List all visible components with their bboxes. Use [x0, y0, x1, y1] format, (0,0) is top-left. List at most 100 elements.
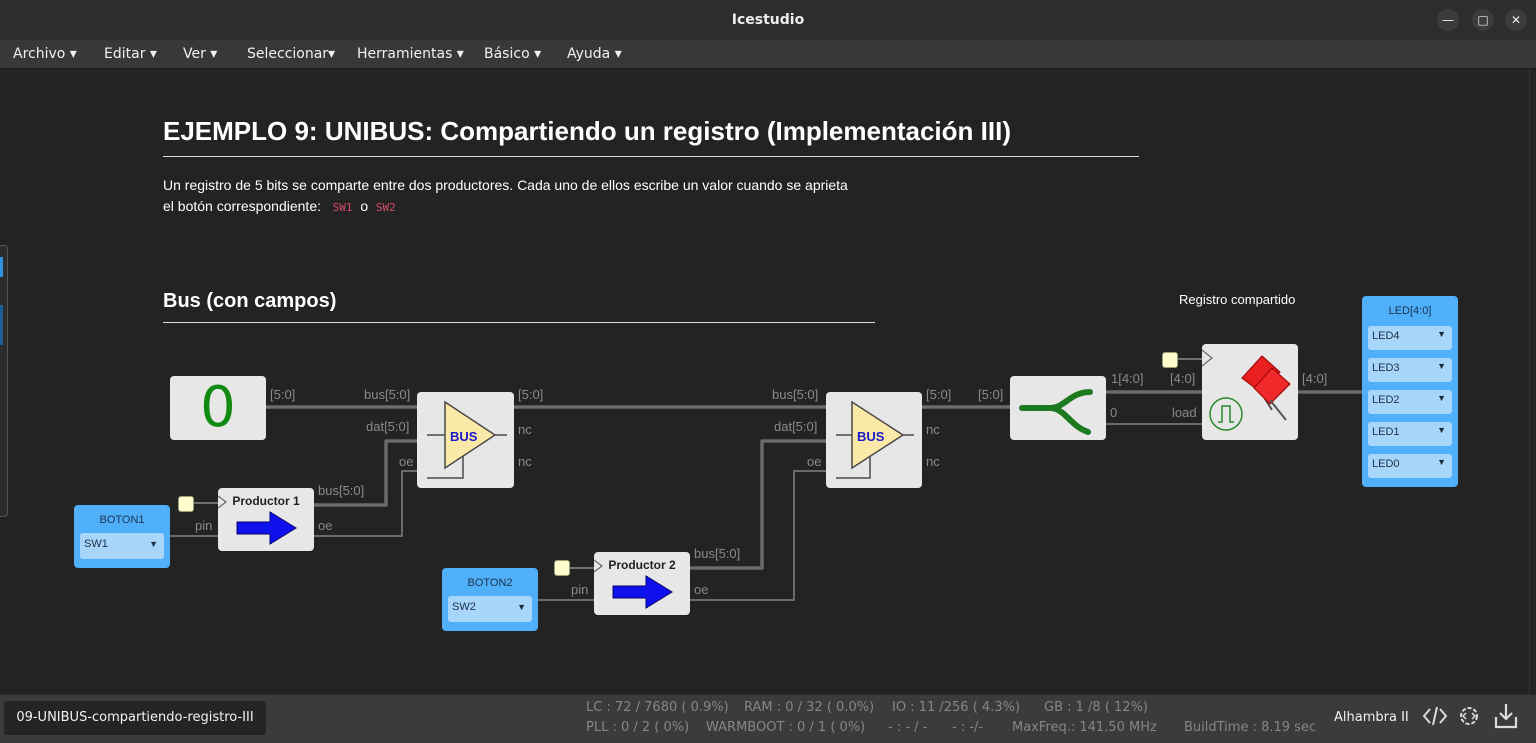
- clock-icon[interactable]: [178, 496, 194, 512]
- port-p2-pin: pin: [571, 582, 589, 597]
- verify-code-icon[interactable]: [1422, 703, 1448, 735]
- page-title: EJEMPLO 9: UNIBUS: Compartiendo un regis…: [163, 116, 1011, 146]
- vertical-scrollbar[interactable]: [1529, 69, 1536, 694]
- maximize-button[interactable]: □: [1472, 9, 1494, 31]
- port-p1-bus: bus[5:0]: [318, 483, 365, 498]
- wires-layer: [170, 358, 1362, 601]
- bus-block-2[interactable]: BUS: [826, 392, 922, 488]
- close-button[interactable]: ✕: [1505, 9, 1527, 31]
- port-bus2-nc1: nc: [926, 422, 940, 437]
- port-bus1-dat: dat[5:0]: [366, 419, 410, 434]
- stat-lc: LC : 72 / 7680 ( 0.9%): [586, 700, 729, 715]
- port-split-out2: 0: [1110, 405, 1118, 420]
- chevron-down-icon: ▼: [1437, 457, 1446, 467]
- board-selector[interactable]: Alhambra II: [1334, 710, 1409, 725]
- port-const-out: [5:0]: [270, 387, 296, 402]
- register-comment: Registro compartido: [1179, 292, 1296, 307]
- stat-buildtime: BuildTime : 8.19 sec: [1184, 720, 1317, 735]
- wire-p2-oe[interactable]: [690, 470, 826, 601]
- desc-line1: Un registro de 5 bits se comparte entre …: [163, 177, 848, 193]
- boton2-label: BOTON2: [467, 577, 513, 589]
- clock-icon[interactable]: [554, 560, 570, 576]
- minimize-button[interactable]: —: [1437, 9, 1459, 31]
- menu-ver[interactable]: Ver ▾: [183, 46, 218, 62]
- led-pin-select[interactable]: LED4▼: [1368, 326, 1452, 350]
- led-pin-select[interactable]: LED2▼: [1368, 390, 1452, 414]
- port-bus2-in: bus[5:0]: [772, 387, 819, 402]
- stat-gb: GB : 1 /8 ( 12%): [1044, 700, 1148, 715]
- bus-label-1: BUS: [450, 429, 478, 444]
- productor2-block[interactable]: Productor 2: [593, 552, 690, 615]
- port-reg-in: [4:0]: [1170, 371, 1196, 386]
- file-tab[interactable]: 09-UNIBUS-compartiendo-registro-III: [4, 701, 266, 735]
- wire-p2-dat[interactable]: [690, 439, 826, 570]
- stat-dash2: - : -/-: [952, 720, 984, 735]
- port-bus1-nc2: nc: [518, 454, 532, 469]
- boton2-input-block[interactable]: BOTON2 SW2▼: [442, 568, 538, 631]
- port-split-out1: 1[4:0]: [1111, 371, 1144, 386]
- port-bus1-out: [5:0]: [518, 387, 544, 402]
- port-reg-load: load: [1172, 405, 1197, 420]
- chevron-down-icon: ▼: [1437, 393, 1446, 403]
- stat-dash1: - : - / -: [888, 720, 928, 735]
- desc-line2: el botón correspondiente:: [163, 198, 321, 214]
- pushpin-icon: [1241, 355, 1291, 421]
- menu-herramientas[interactable]: Herramientas ▾: [357, 46, 464, 62]
- led-pin-select[interactable]: LED1▼: [1368, 422, 1452, 446]
- port-bus1-nc1: nc: [518, 422, 532, 437]
- design-canvas[interactable]: EJEMPLO 9: UNIBUS: Compartiendo un regis…: [0, 69, 1530, 694]
- port-p1-oe: oe: [318, 518, 333, 533]
- boton1-input-block[interactable]: BOTON1 SW1▼: [74, 505, 170, 568]
- splitter-block[interactable]: [1010, 376, 1106, 440]
- menu-editar[interactable]: Editar ▾: [104, 46, 157, 62]
- led-pin-select[interactable]: LED0▼: [1368, 454, 1452, 478]
- constant-value: 0: [200, 375, 236, 440]
- register-block[interactable]: [1201, 344, 1298, 440]
- led-pin-select[interactable]: LED3▼: [1368, 358, 1452, 382]
- clock-icon[interactable]: [1162, 352, 1178, 368]
- port-bus2-dat: dat[5:0]: [774, 419, 818, 434]
- wire-p1-dat[interactable]: [314, 439, 417, 507]
- section-title: Bus (con campos): [163, 290, 337, 312]
- stat-warmboot: WARMBOOT : 0 / 1 ( 0%): [706, 720, 866, 735]
- led-label: LED[4:0]: [1388, 305, 1432, 317]
- arrow-right-icon: [593, 559, 673, 609]
- menu-basico[interactable]: Básico ▾: [484, 46, 542, 62]
- arrow-right-icon: [217, 495, 297, 545]
- section-divider: [163, 322, 875, 323]
- constant-block[interactable]: 0: [170, 376, 266, 440]
- chevron-down-icon: ▼: [1437, 361, 1446, 371]
- upload-download-icon[interactable]: [1493, 701, 1519, 737]
- port-reg-out: [4:0]: [1302, 371, 1328, 386]
- port-bus2-nc2: nc: [926, 454, 940, 469]
- bus-block-1[interactable]: BUS: [417, 392, 514, 488]
- split-icon: [1019, 389, 1093, 435]
- menu-archivo[interactable]: Archivo ▾: [13, 46, 77, 62]
- productor1-block[interactable]: Productor 1: [217, 488, 314, 551]
- side-toolbar-marker-icon: [0, 257, 3, 277]
- bus-label-2: BUS: [857, 429, 885, 444]
- page-description: Un registro de 5 bits se comparte entre …: [163, 175, 848, 218]
- side-toolbar-marker-icon: [0, 305, 3, 345]
- boton2-pin-select[interactable]: SW2▼: [448, 596, 532, 622]
- side-toolbar[interactable]: [0, 245, 8, 517]
- boton1-label: BOTON1: [99, 514, 145, 526]
- menu-ayuda[interactable]: Ayuda ▾: [567, 46, 622, 62]
- boton1-pin-select[interactable]: SW1▼: [80, 533, 164, 559]
- wire-p1-oe[interactable]: [314, 470, 417, 537]
- led-output-block[interactable]: LED[4:0] LED4▼ LED3▼ LED2▼ LED1▼ LED0▼: [1362, 296, 1458, 487]
- stat-maxfreq: MaxFreq.: 141.50 MHz: [1012, 720, 1157, 735]
- stat-pll: PLL : 0 / 2 ( 0%): [586, 720, 690, 735]
- build-gear-icon[interactable]: [1456, 703, 1482, 735]
- productor1-label: Productor 1: [232, 494, 300, 508]
- port-bus1-oe: oe: [399, 454, 414, 469]
- chevron-down-icon: ▼: [517, 602, 526, 612]
- stat-ram: RAM : 0 / 32 ( 0.0%): [744, 700, 875, 715]
- port-split-in: [5:0]: [978, 387, 1004, 402]
- menu-bar: Archivo ▾ Editar ▾ Ver ▾ Seleccionar▾ He…: [0, 40, 1536, 69]
- tristate-buffer-icon: BUS: [836, 400, 914, 479]
- productor2-label: Productor 2: [608, 558, 676, 572]
- menu-seleccionar[interactable]: Seleccionar▾: [247, 46, 336, 62]
- code-sw2: SW2: [375, 201, 396, 214]
- window-title: Icestudio: [731, 12, 805, 28]
